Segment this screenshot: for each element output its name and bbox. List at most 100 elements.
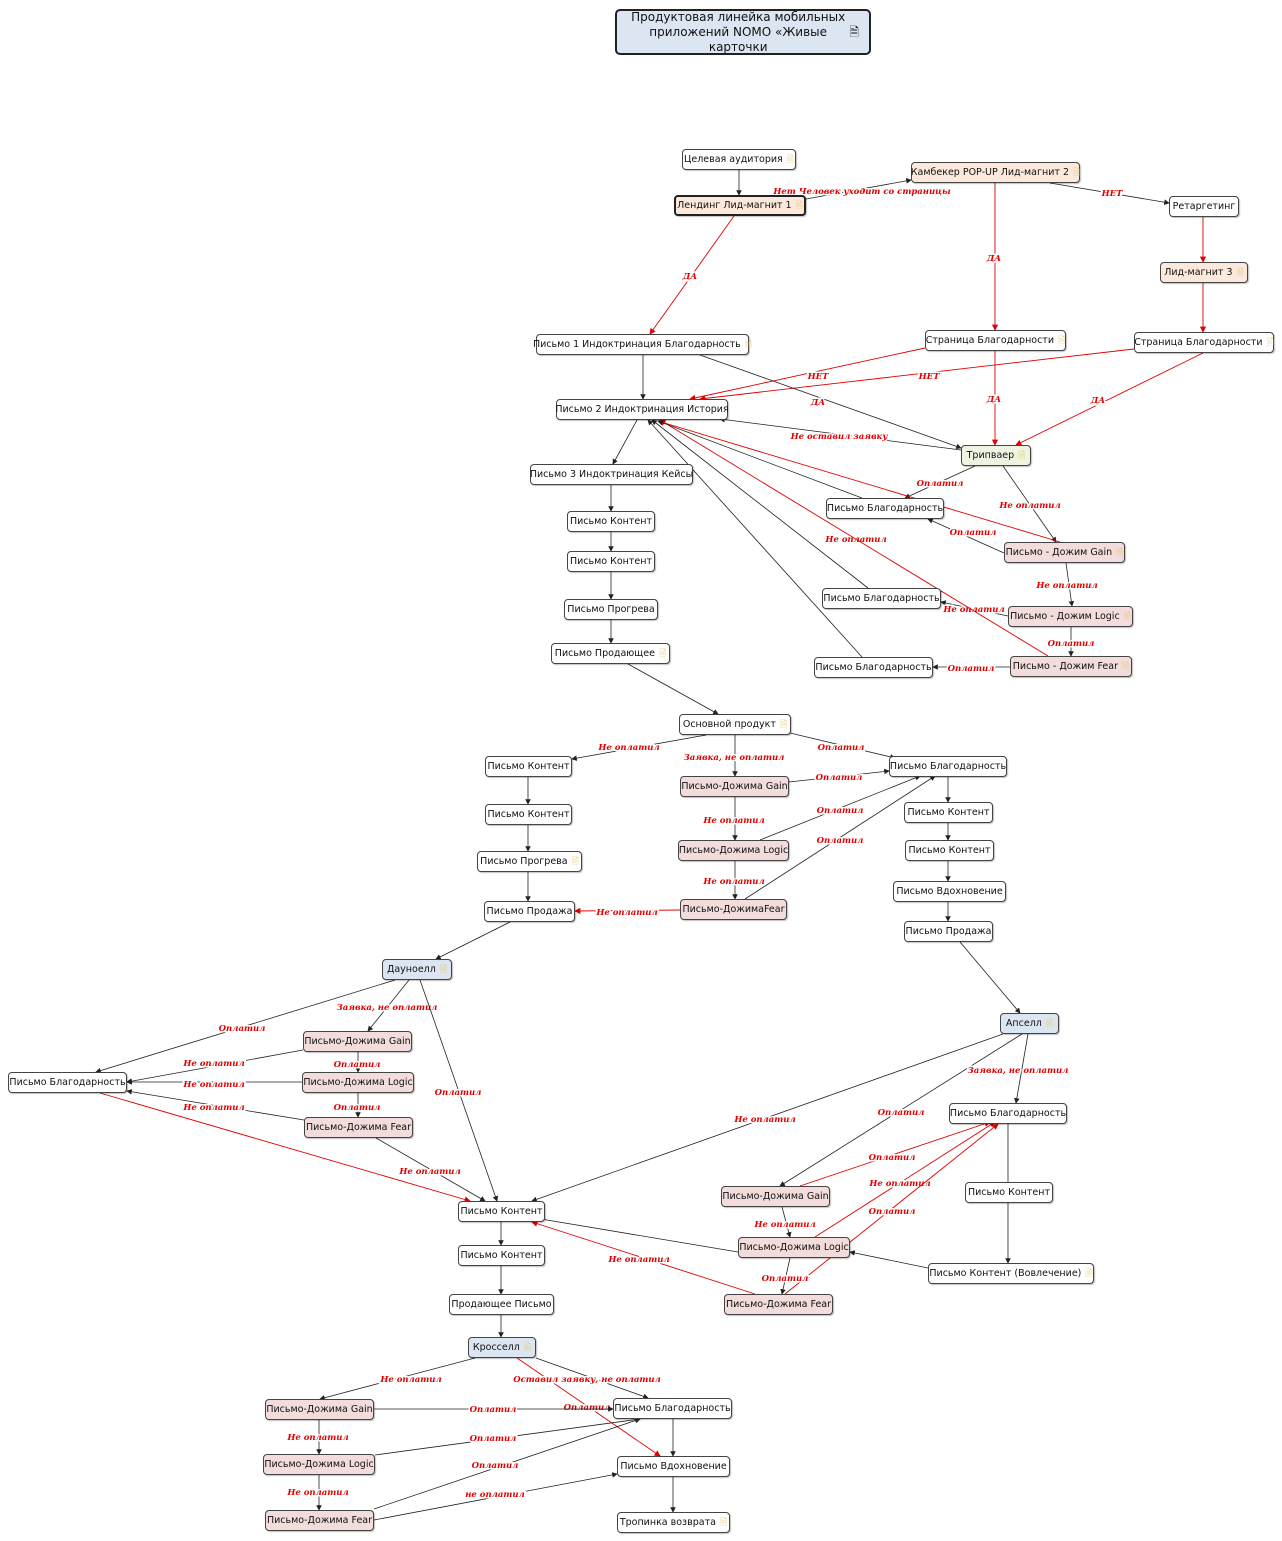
node-sale2[interactable]: Письмо Продажа: [904, 921, 993, 942]
node-label: Письмо Прогрева: [567, 604, 655, 615]
node-label: Письмо Благодарность: [826, 503, 944, 514]
node-sb1[interactable]: Страница Благодарности🗎: [925, 330, 1066, 351]
node-k3[interactable]: Письмо Контент: [485, 756, 572, 777]
node-vd2[interactable]: Письмо Вдохновение: [617, 1456, 730, 1477]
node-vd1[interactable]: Письмо Вдохновение: [893, 881, 1006, 902]
node-dl2[interactable]: Письмо-Дожима Logic: [678, 840, 789, 861]
edge-label-halo: Не оплатил: [733, 1115, 795, 1125]
node-kv[interactable]: Письмо Контент (Вовлечение)🗎: [928, 1263, 1094, 1284]
node-lm3[interactable]: Лид-магнит 3🗎: [1160, 262, 1248, 283]
node-k4[interactable]: Письмо Контент: [485, 804, 572, 825]
note-icon: 🗎: [1085, 1268, 1093, 1279]
node-land[interactable]: Лендинг Лид-магнит 1🗎: [674, 195, 806, 216]
node-label: Письмо Контент: [569, 516, 653, 527]
node-k5[interactable]: Письмо Контент: [904, 802, 993, 823]
node-prod1[interactable]: Письмо Продающее🗎: [551, 643, 670, 664]
node-cross[interactable]: Кросселл🗎: [468, 1337, 536, 1358]
node-dl3[interactable]: Письмо-Дожима Logic: [302, 1072, 414, 1093]
node-l3[interactable]: Письмо 3 Индоктринация Кейсы: [530, 464, 693, 485]
node-k2[interactable]: Письмо Контент: [567, 551, 655, 572]
node-k9[interactable]: Письмо Контент: [458, 1245, 545, 1266]
edge-label-halo: Не оплатил: [702, 877, 764, 887]
edge-label-halo: Оплатил: [818, 743, 865, 753]
edge-35: [788, 768, 890, 783]
node-dg4[interactable]: Письмо-Дожима Gain: [721, 1186, 830, 1207]
node-prog2[interactable]: Письмо Прогрева🗎: [477, 851, 582, 872]
edge-label: Не оплатил: [595, 908, 657, 918]
node-df4[interactable]: Письмо-Дожима Fear: [724, 1294, 833, 1315]
node-main[interactable]: Основной продукт🗎: [679, 714, 791, 735]
edge-label-halo: Не оплатил: [1035, 581, 1097, 591]
edge-label: Не оплатил: [286, 1488, 348, 1498]
edge-label-halo: Оплатил: [816, 773, 863, 783]
node-label: Письмо Контент: [487, 761, 570, 772]
node-df2[interactable]: Письмо-ДожимаFear: [680, 899, 787, 920]
edge-label-halo: Оплатил: [472, 1461, 519, 1471]
node-pb7[interactable]: Письмо Благодарность: [613, 1398, 732, 1419]
node-pb1[interactable]: Письмо Благодарность: [826, 498, 944, 519]
edge-label-halo: Не оставил заявку: [790, 432, 889, 442]
edge-59: [375, 1137, 486, 1202]
edge-label-halo: НЕТ: [807, 372, 830, 382]
node-dg2[interactable]: Письмо-Дожима Gain: [680, 776, 789, 797]
node-df5[interactable]: Письмо-Дожима Fear: [265, 1510, 374, 1531]
node-df1[interactable]: Письмо - Дожим Fear🗎: [1010, 656, 1132, 677]
node-trop[interactable]: Тропинка возврата🗎: [617, 1512, 730, 1533]
node-dg1[interactable]: Письмо - Дожим Gain🗎: [1004, 542, 1125, 563]
node-sb2[interactable]: Страница Благодарности🗎: [1134, 332, 1274, 353]
node-down[interactable]: Дауноелл🗎: [382, 959, 452, 980]
node-prodL[interactable]: Продающее Письмо: [449, 1294, 554, 1315]
node-label: Письмо 1 Индоктринация Благодарность: [532, 339, 741, 350]
edge-label-halo: Не оплатил: [379, 1375, 441, 1385]
node-label: Письмо Контент: [460, 1250, 543, 1261]
node-dl5[interactable]: Письмо-Дожима Logic: [263, 1454, 375, 1475]
note-icon: 🗎: [744, 339, 753, 350]
node-dg5[interactable]: Письмо-Дожима Gain: [265, 1399, 374, 1420]
edge-label-halo: Заявка, не оплатил: [684, 753, 785, 763]
node-label: Письмо Контент: [907, 807, 990, 818]
node-dl4[interactable]: Письмо-Дожима Logic: [738, 1237, 850, 1258]
edge-2: [1049, 182, 1170, 205]
edge-label-halo: Заявка, не оплатил: [968, 1066, 1069, 1076]
node-dg3[interactable]: Письмо-Дожима Gain: [303, 1031, 412, 1052]
node-k7[interactable]: Письмо Контент: [965, 1182, 1053, 1203]
node-label: Ретаргетинг: [1172, 201, 1236, 212]
node-label: Письмо-Дожима Gain: [304, 1036, 411, 1047]
node-trip[interactable]: Трипваер🗎: [961, 445, 1031, 466]
node-dl1[interactable]: Письмо - Дожим Logic🗎: [1008, 606, 1133, 627]
node-pb5[interactable]: Письмо Благодарность: [8, 1072, 127, 1093]
edge-label: НЕТ: [1101, 189, 1124, 199]
node-k6[interactable]: Письмо Контент: [905, 840, 994, 861]
edge-17: [927, 518, 1005, 554]
node-l1[interactable]: Письмо 1 Индоктринация Благодарность🗎: [532, 334, 753, 355]
node-sale1[interactable]: Письмо Продажа: [484, 901, 575, 922]
edge-24: [657, 420, 863, 499]
node-pb2[interactable]: Письмо Благодарность: [822, 588, 941, 609]
node-label: Письмо-Дожима Gain: [266, 1404, 373, 1415]
node-up[interactable]: Апселл🗎: [1000, 1013, 1059, 1034]
edge-label: Нет Человек уходит со страницы: [772, 187, 951, 197]
note-icon: 🗎: [1236, 267, 1244, 278]
node-prog1[interactable]: Письмо Прогрева: [564, 599, 658, 620]
node-ca[interactable]: Целевая аудитория🗎: [682, 149, 796, 170]
node-label: Письмо-Дожима Gain: [681, 781, 788, 792]
node-ret[interactable]: Ретаргетинг: [1169, 196, 1239, 217]
node-pb6[interactable]: Письмо Благодарность: [949, 1103, 1067, 1124]
edge-label: Оставил заявку, не оплатил: [513, 1375, 661, 1385]
edge-label-halo: Не оплатил: [286, 1433, 348, 1443]
node-k1[interactable]: Письмо Контент: [567, 511, 655, 532]
node-pb3[interactable]: Письмо Благодарность: [814, 657, 933, 678]
edge-32: [571, 734, 707, 761]
edge-66: [784, 1123, 999, 1295]
node-l2[interactable]: Письмо 2 Индоктринация История: [555, 399, 729, 420]
node-pb4[interactable]: Письмо Благодарность: [889, 756, 1007, 777]
note-icon: 🗎: [439, 964, 448, 975]
edge-label: Оплатил: [334, 1103, 381, 1113]
edge-label-halo: Не оплатил: [998, 501, 1060, 511]
edge-50: [95, 979, 396, 1074]
node-k8[interactable]: Письмо Контент: [458, 1201, 545, 1222]
node-label: Страница Благодарности: [925, 335, 1055, 346]
node-camb[interactable]: Камбекер POP-UP Лид-магнит 2🗎: [911, 162, 1080, 183]
node-df3[interactable]: Письмо-Дожима Fear: [304, 1117, 413, 1138]
edge-label: Заявка, не оплатил: [684, 753, 785, 763]
